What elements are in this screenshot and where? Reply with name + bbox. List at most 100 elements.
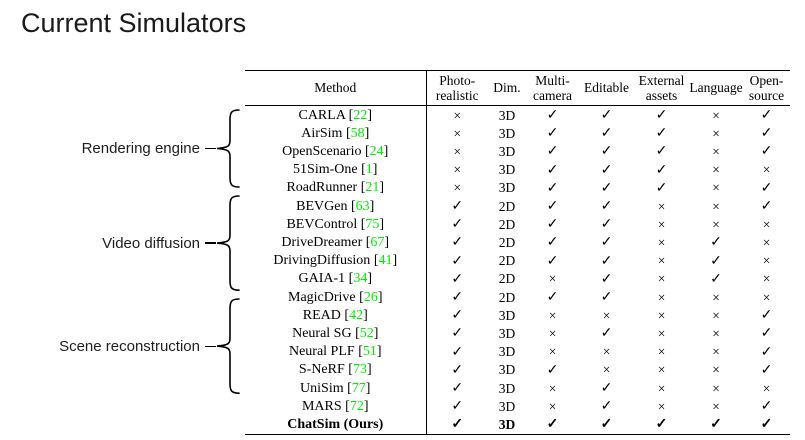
feature-cell: × <box>526 306 579 324</box>
feature-cell: ✓ <box>634 106 689 125</box>
method-cell: MagicDrive [26] <box>245 288 427 307</box>
method-name: READ <box>302 307 341 323</box>
table-row: BEVControl [75]✓2D✓✓××× <box>245 215 790 234</box>
check-icon: ✓ <box>655 417 668 433</box>
feature-cell: ✓ <box>634 142 689 160</box>
check-icon: ✓ <box>451 217 464 233</box>
check-icon: ✓ <box>546 199 559 215</box>
cross-icon: × <box>712 107 720 123</box>
check-icon: ✓ <box>600 199 613 215</box>
check-icon: ✓ <box>451 399 464 415</box>
feature-cell: × <box>689 379 743 397</box>
dim-value: 3D <box>498 325 516 341</box>
feature-cell: ✓ <box>579 379 634 397</box>
check-icon: ✓ <box>760 180 773 196</box>
citation-number: 21 <box>365 180 380 196</box>
feature-cell: 3D <box>488 124 526 142</box>
cross-icon: × <box>657 325 666 341</box>
feature-cell: ✓ <box>526 106 579 125</box>
feature-cell: 3D <box>488 179 526 197</box>
feature-cell: 2D <box>488 233 526 251</box>
citation-number: 52 <box>359 325 374 341</box>
table-row: RoadRunner [21]×3D✓✓✓×✓ <box>245 178 790 198</box>
check-icon: ✓ <box>655 162 668 178</box>
feature-cell: ✓ <box>579 142 634 160</box>
feature-cell: × <box>526 324 579 342</box>
cross-icon: × <box>453 143 462 159</box>
check-icon: ✓ <box>760 126 773 142</box>
check-icon: ✓ <box>600 144 613 160</box>
cross-icon: × <box>548 307 557 323</box>
feature-cell: × <box>526 270 579 288</box>
method-cell: AirSim [58] <box>245 124 427 143</box>
feature-cell: ✓ <box>689 233 743 251</box>
feature-cell: ✓ <box>579 270 634 288</box>
cross-icon: × <box>712 125 720 141</box>
feature-cell: ✓ <box>579 233 634 251</box>
brace-connector <box>205 242 216 244</box>
cross-icon: × <box>762 289 771 305</box>
feature-cell: ✓ <box>579 215 634 233</box>
dim-value: 3D <box>498 362 516 378</box>
dim-value: 2D <box>498 271 516 287</box>
check-icon: ✓ <box>451 381 464 397</box>
feature-cell: 2D <box>488 197 526 215</box>
feature-cell: ✓ <box>526 179 579 197</box>
dim-value: 3D <box>498 162 516 178</box>
table-row: UniSim [77]✓3D×✓××× <box>245 379 790 398</box>
table-row: READ [42]✓3D××××✓ <box>245 306 790 325</box>
check-icon: ✓ <box>451 326 464 342</box>
group-brace <box>216 109 240 188</box>
method-name: S-NeRF <box>298 362 345 378</box>
cross-icon: × <box>712 362 720 378</box>
feature-cell: ✓ <box>526 361 579 379</box>
method-cell: 51Sim-One [1] <box>245 160 427 179</box>
check-icon: ✓ <box>655 180 668 196</box>
feature-cell: × <box>526 379 579 397</box>
cross-icon: × <box>712 325 720 341</box>
feature-cell: × <box>579 343 634 361</box>
check-icon: ✓ <box>760 144 773 160</box>
feature-cell: ✓ <box>426 324 488 342</box>
feature-cell: × <box>634 252 689 270</box>
row-group: Scene reconstruction <box>31 298 241 395</box>
table-row: Neural SG [52]✓3D×✓××✓ <box>245 324 790 343</box>
feature-cell: ✓ <box>579 106 634 125</box>
cross-icon: × <box>762 234 771 250</box>
dim-value: 2D <box>498 289 516 305</box>
feature-cell: × <box>526 343 579 361</box>
check-icon: ✓ <box>546 217 559 233</box>
dim-value: 2D <box>498 253 516 269</box>
check-icon: ✓ <box>600 108 613 123</box>
feature-cell: ✓ <box>634 161 689 179</box>
citation-number: 34 <box>353 271 368 287</box>
feature-cell: ✓ <box>526 415 579 434</box>
check-icon: ✓ <box>546 126 559 142</box>
feature-cell: × <box>743 215 790 233</box>
feature-cell: 3D <box>488 142 526 160</box>
cross-icon: × <box>602 307 611 323</box>
column-header-multi: Multi- camera <box>526 70 579 106</box>
table-row: GAIA-1 [34]✓2D×✓×✓× <box>245 269 790 289</box>
check-icon: ✓ <box>710 417 722 433</box>
feature-cell: × <box>426 161 488 179</box>
feature-cell: 3D <box>488 415 526 434</box>
feature-cell: × <box>743 252 790 270</box>
feature-cell: ✓ <box>426 415 488 434</box>
feature-cell: ✓ <box>743 397 790 415</box>
dim-value: 3D <box>498 344 516 360</box>
feature-cell: ✓ <box>579 288 634 306</box>
cross-icon: × <box>712 344 720 360</box>
feature-cell: × <box>634 306 689 324</box>
check-icon: ✓ <box>655 126 668 142</box>
check-icon: ✓ <box>600 235 613 251</box>
feature-cell: × <box>689 397 743 415</box>
method-cell: Neural PLF [51] <box>245 342 427 361</box>
citation-number: 72 <box>349 398 364 414</box>
column-header-editable: Editable <box>579 70 634 106</box>
feature-cell: ✓ <box>579 124 634 142</box>
feature-cell: ✓ <box>689 270 743 288</box>
feature-cell: 2D <box>488 215 526 233</box>
